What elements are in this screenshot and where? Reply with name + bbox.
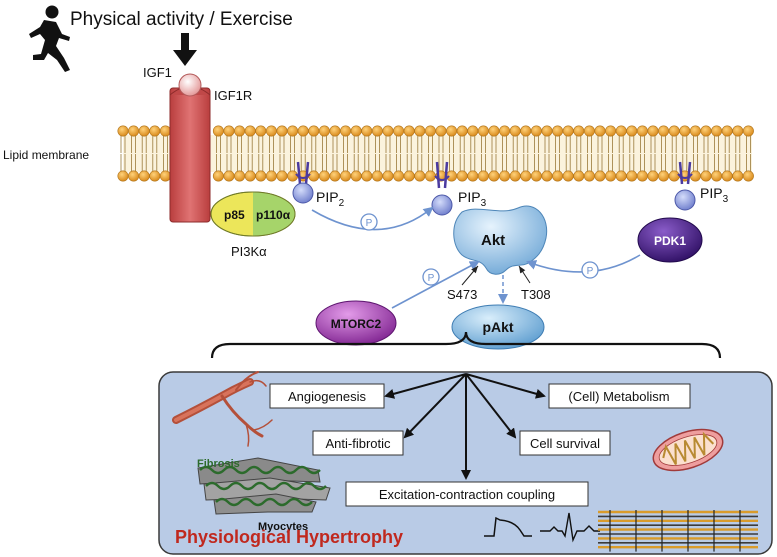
phospho-badge-2: P [581,261,599,279]
pip2-molecule [292,161,314,204]
akt-label: Akt [481,232,505,249]
membrane-label: Lipid membrane [3,148,89,162]
lipid-membrane [117,125,754,182]
survival-box [519,430,611,456]
outcome-arrows [384,373,546,480]
stimulus-label: Physical activity / Exercise [70,9,293,30]
svg-text:P: P [428,273,435,284]
igf1r-label: IGF1R [214,88,252,103]
myocytes-icon [197,457,331,515]
mtorc2-label: MTORC2 [331,317,382,331]
outcomes-brace [210,331,722,359]
svg-text:P: P [587,266,594,277]
angiogenesis-label: Angiogenesis [288,389,367,404]
metabolism-label: (Cell) Metabolism [568,389,669,404]
pi3k-label: PI3Kα [231,244,267,259]
action-potential-icon [484,516,532,537]
panel-title: Physiological Hypertrophy [175,527,403,547]
metabolism-box [548,383,691,409]
pip2-label: PIP2 [316,189,345,209]
survival-label: Cell survival [530,436,600,451]
t308-label: T308 [521,287,551,302]
sarcomere-icon [598,510,758,552]
mtorc2-to-akt-arrow [391,261,480,309]
antifibrotic-box [312,430,404,456]
igf1-ligand [178,73,202,97]
angiogenesis-box [269,383,385,409]
ecc-label: Excitation-contraction coupling [379,487,555,502]
pip3-molecule-right [674,161,696,211]
p85-label: p85 [224,208,245,222]
antifibrotic-label: Anti-fibrotic [325,436,391,451]
blood-vessel-icon [172,371,273,447]
ecc-box [345,481,589,507]
ecg-icon [540,512,600,543]
pdk1-kinase [637,217,703,263]
igf1-label: IGF1 [143,65,172,80]
pip2-to-pip3-arrow [311,206,434,231]
s473-label: S473 [447,287,477,302]
pakt-protein [451,304,545,350]
stimulus-arrow [173,33,197,66]
phospho-badge-3: P [422,268,440,286]
akt-protein [453,205,548,275]
pdk1-label: PDK1 [654,234,686,248]
s473-pointer [461,265,479,286]
svg-text:P: P [366,218,373,229]
pip3-label-right: PIP3 [700,185,729,205]
runner-icon [29,5,70,72]
pip3-label-center: PIP3 [458,189,487,209]
fibrosis-label: Fibrosis [197,458,240,470]
mitochondrion-icon [652,428,724,472]
igf1r-receptor [169,87,211,223]
pakt-label: pAkt [482,319,513,335]
pi3k-complex [210,191,296,237]
myocytes-label: Myocytes [258,521,308,533]
phospho-badge-1: P [360,213,378,231]
t308-pointer [518,265,531,284]
p110-label: p110α [256,208,291,222]
pip3-molecule-center [431,161,453,216]
